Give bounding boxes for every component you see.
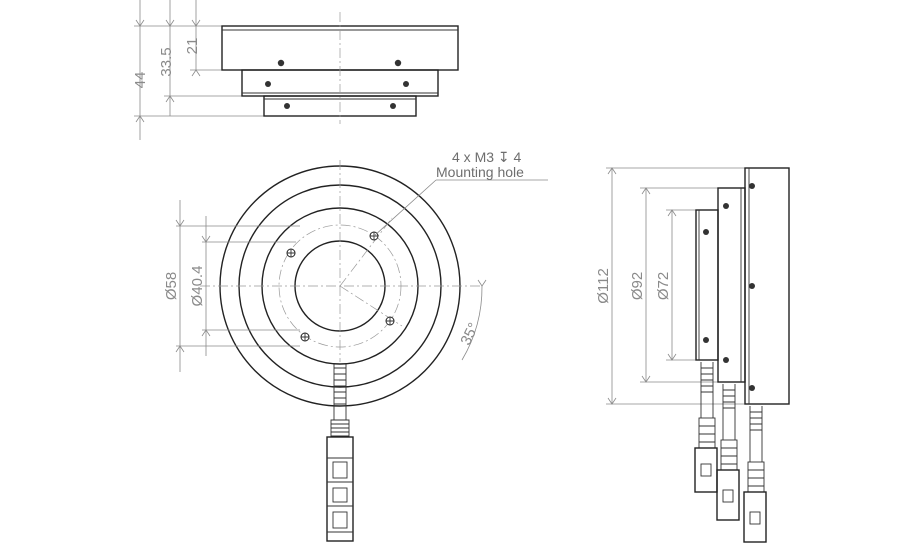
side-cables — [694, 362, 767, 543]
dim-diameter-58: Ø58 — [163, 272, 180, 300]
top-view: 44 33.5 21 — [132, 0, 459, 140]
side-plate-small — [695, 209, 719, 361]
leader-line — [373, 179, 437, 237]
depth-symbol: ↧ — [498, 149, 510, 165]
note-m3: 4 x M3 — [452, 149, 494, 165]
angle-35: 35° — [457, 320, 482, 348]
front-view: Ø58 Ø40.4 35° 4 x M3 ↧ 4 Mounting hole — [163, 149, 548, 542]
cable-assembly — [326, 364, 354, 542]
dim-diameter-92: Ø92 — [629, 272, 646, 300]
dim-diameter-72: Ø72 — [655, 272, 672, 300]
side-view: Ø112 Ø92 Ø72 — [595, 167, 790, 543]
dim-height-33-5: 33.5 — [158, 47, 175, 76]
note-depth: 4 — [514, 149, 522, 165]
dim-diameter-40-4: Ø40.4 — [189, 266, 206, 307]
dim-height-21: 21 — [184, 38, 201, 55]
dim-diameter-112: Ø112 — [595, 268, 612, 304]
note-mounting-hole: Mounting hole — [436, 164, 524, 180]
note-spec: 4 x M3 ↧ 4 — [452, 149, 522, 165]
angle-arc — [461, 285, 483, 361]
dim-height-44: 44 — [132, 72, 149, 89]
